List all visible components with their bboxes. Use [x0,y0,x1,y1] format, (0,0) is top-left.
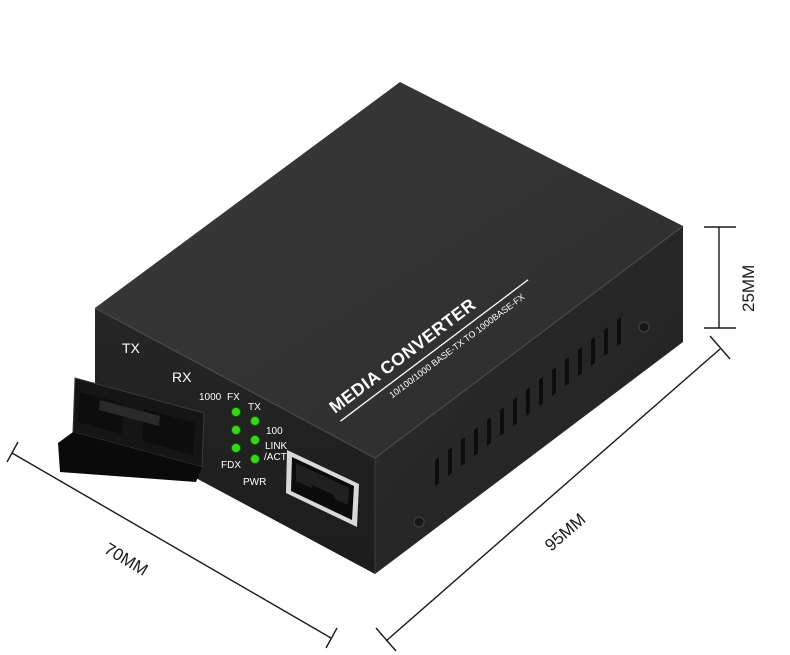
led-fdx-icon [230,442,242,454]
device-top-face [95,82,683,458]
length-label: 95MM [541,510,589,555]
media-converter-device: MEDIA CONVERTER 10/100/1000 BASE-TX TO 1… [58,82,684,574]
rx-port-label: RX [172,369,192,385]
led-tx-icon [249,415,261,427]
led-label-1000: 1000 [199,392,222,403]
led-label-100: 100 [266,426,283,437]
rj45-port-icon [286,450,359,527]
screw-icon [413,321,650,528]
dimension-width [6,441,338,649]
tx-port-label: TX [122,340,141,356]
led-1000-icon [230,424,242,436]
height-label: 25MM [739,265,758,312]
led-link-icon [249,434,261,446]
led-label-link: LINK [265,441,288,452]
led-fx-icon [230,406,242,418]
dimension-length [375,335,731,652]
led-label-fdx: FDX [221,460,241,471]
width-label: 70MM [101,539,151,580]
led-label-fx: FX [227,392,240,403]
led-label-act: /ACT [264,452,287,463]
ventilation-slots [435,317,621,486]
dimension-height [704,226,736,329]
sc-fiber-port [58,377,205,482]
led-label-tx: TX [248,402,261,413]
device-front-face [95,308,375,574]
led-label-pwr: PWR [243,477,266,488]
status-leds [230,406,261,465]
led-pwr-icon [249,453,261,465]
